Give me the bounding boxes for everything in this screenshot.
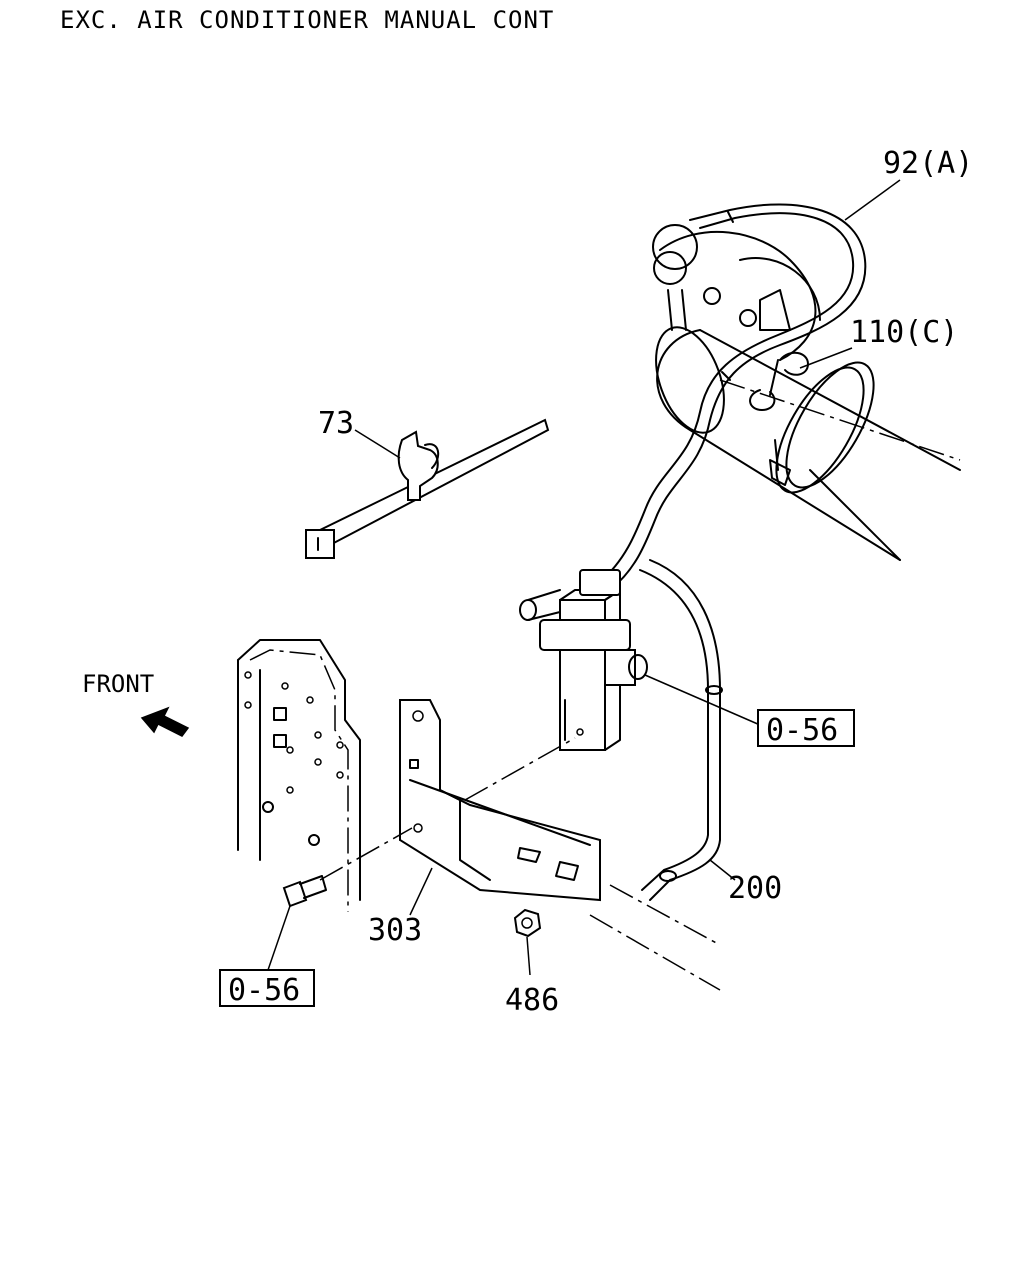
- diagram-title: EXC. AIR CONDITIONER MANUAL CONT: [60, 6, 554, 34]
- hose-clip-110: [749, 351, 809, 411]
- exhaust-pipe: [652, 224, 961, 561]
- vacuum-switching-valve: [519, 569, 648, 751]
- leader-486: [526, 936, 531, 976]
- callout-110: 110(C): [850, 315, 958, 350]
- ref-label-left: 0-56: [228, 973, 300, 1008]
- nut-486: [513, 908, 542, 938]
- leader-200: [709, 859, 736, 881]
- centerline-bracket: [464, 737, 576, 801]
- front-label: FRONT: [82, 670, 154, 698]
- bracket-303: [399, 699, 601, 902]
- leader-110: [799, 347, 853, 369]
- ref-box-right: [757, 709, 855, 747]
- cable-tie-73: [305, 418, 550, 559]
- leader-ref-right: [644, 674, 761, 726]
- callout-200: 200: [728, 871, 782, 906]
- centerline-bolt: [319, 827, 413, 881]
- pipe-clamp: [769, 361, 901, 561]
- centerline-1: [609, 884, 721, 946]
- leader-92: [844, 179, 901, 221]
- ref-label-right: 0-56: [766, 713, 838, 748]
- callout-73: 73: [318, 406, 354, 441]
- callout-486: 486: [505, 983, 559, 1018]
- front-arrow-icon: [140, 706, 190, 737]
- vacuum-hose-200: [639, 559, 723, 901]
- callout-303: 303: [368, 913, 422, 948]
- callout-92: 92(A): [883, 146, 973, 181]
- centerline-2: [589, 914, 721, 991]
- bolt-left: [282, 875, 327, 908]
- ref-box-left: [219, 969, 315, 1007]
- leader-73: [354, 429, 401, 459]
- leader-303: [409, 867, 433, 916]
- leader-ref-left: [267, 905, 291, 971]
- chassis-frame: [237, 639, 361, 912]
- vacuum-hose-92: [599, 203, 867, 591]
